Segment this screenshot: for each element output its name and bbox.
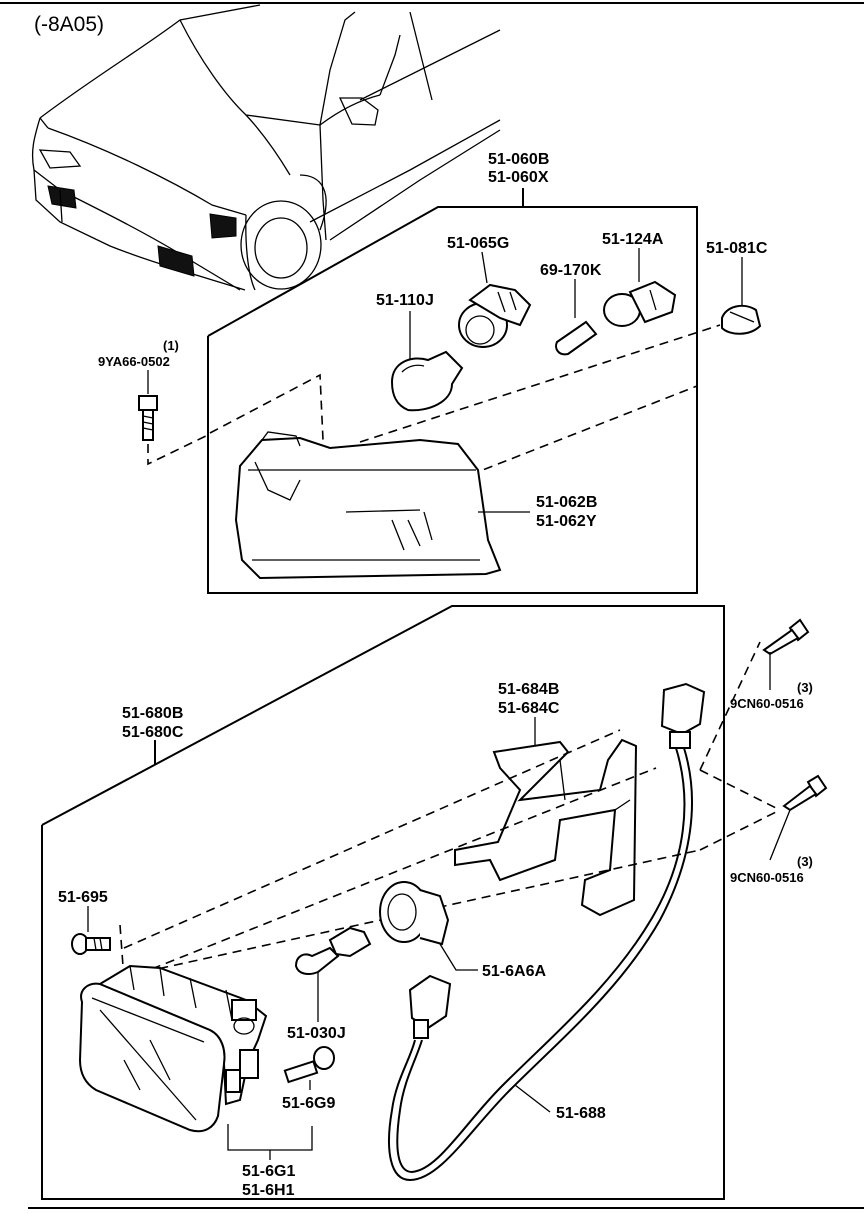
- screw-2-code: 9CN60-0516: [730, 870, 804, 885]
- fog-lamp-icon: [78, 964, 268, 1133]
- diagram-code: (-8A05): [34, 13, 104, 36]
- bolt-top-code: 9YA66-0502: [98, 354, 170, 369]
- bulb-main-label: 51-110J: [376, 292, 434, 309]
- harness-plug-icon: [408, 974, 452, 1039]
- adjuster-label: 51-6G9: [282, 1095, 335, 1112]
- bracket-icon: [454, 738, 638, 917]
- bulb-fog-label: 51-030J: [287, 1025, 346, 1042]
- socket-a-label: 51-065G: [447, 235, 509, 252]
- bulb-wedge-icon: [555, 320, 598, 356]
- adjust-screw-icon: [71, 933, 111, 955]
- screw-1-icon: [762, 618, 810, 656]
- socket-fog-icon: [379, 881, 450, 946]
- socket-b-icon: [603, 280, 677, 327]
- lens-housing-label-1: 51-062B: [536, 494, 597, 511]
- fog-lamp-box: [41, 605, 725, 1200]
- bolt-icon: [138, 395, 158, 441]
- screw-1-code: 9CN60-0516: [730, 696, 804, 711]
- bulb-fog-icon: [294, 926, 372, 975]
- socket-fog-label: 51-6A6A: [482, 963, 546, 980]
- harness-wire: [388, 747, 693, 1182]
- harness-label: 51-688: [556, 1105, 606, 1122]
- adjuster-icon: [283, 1046, 335, 1084]
- connector-icon: [660, 682, 706, 749]
- car-front-illustration: [31, 4, 501, 291]
- adjust-screw-label: 51-695: [58, 889, 108, 906]
- retainer-clip-icon: [721, 304, 762, 335]
- turn-lamp-lens: [234, 431, 502, 580]
- fog-lamp-assembly-label-2: 51-680C: [122, 724, 184, 741]
- turn-lamp-assembly-label-1: 51-060B: [488, 151, 549, 168]
- socket-b-label: 51-124A: [602, 231, 664, 248]
- bracket-label-2: 51-684C: [498, 700, 560, 717]
- fog-lamp-assembly-label-1: 51-680B: [122, 705, 183, 722]
- retainer-clip-label: 51-081C: [706, 240, 768, 257]
- lens-housing-label-2: 51-062Y: [536, 513, 597, 530]
- screw-1-qty: (3): [797, 680, 813, 695]
- screw-2-icon: [782, 774, 828, 812]
- bracket-label-1: 51-684B: [498, 681, 559, 698]
- turn-lamp-assembly-label-2: 51-060X: [488, 169, 549, 186]
- fog-unit-label-1: 51-6G1: [242, 1163, 295, 1180]
- bolt-top-qty: (1): [163, 338, 179, 353]
- socket-icon: [458, 283, 532, 348]
- screw-2-qty: (3): [797, 854, 813, 869]
- fog-unit-label-2: 51-6H1: [242, 1182, 295, 1199]
- bulb-wedge-label: 69-170K: [540, 262, 602, 279]
- turn-lamp-box: [207, 206, 698, 594]
- bulb-icon: [390, 350, 464, 412]
